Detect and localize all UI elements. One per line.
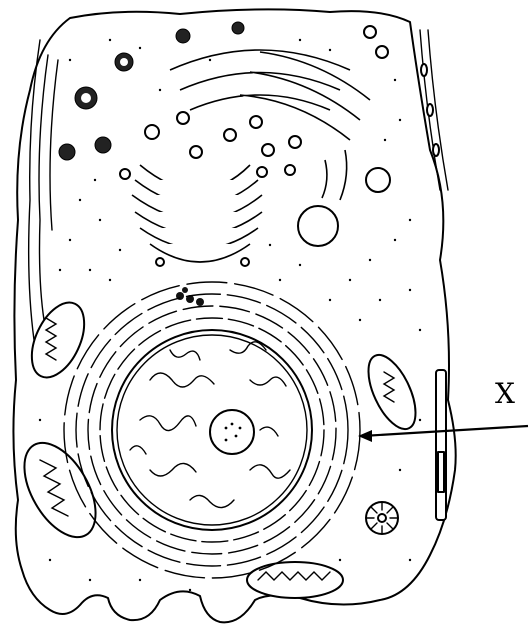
mitochondrion-bottom [247, 562, 343, 598]
cell-junction-lower [436, 370, 446, 520]
large-vesicle [298, 206, 338, 246]
label-x: X [495, 380, 515, 408]
centriole [366, 502, 398, 534]
nucleolus [210, 410, 254, 454]
junction-plaque [438, 452, 444, 492]
junction-knot [427, 104, 433, 116]
junction-knot [433, 144, 439, 156]
junction-knot [421, 64, 427, 76]
